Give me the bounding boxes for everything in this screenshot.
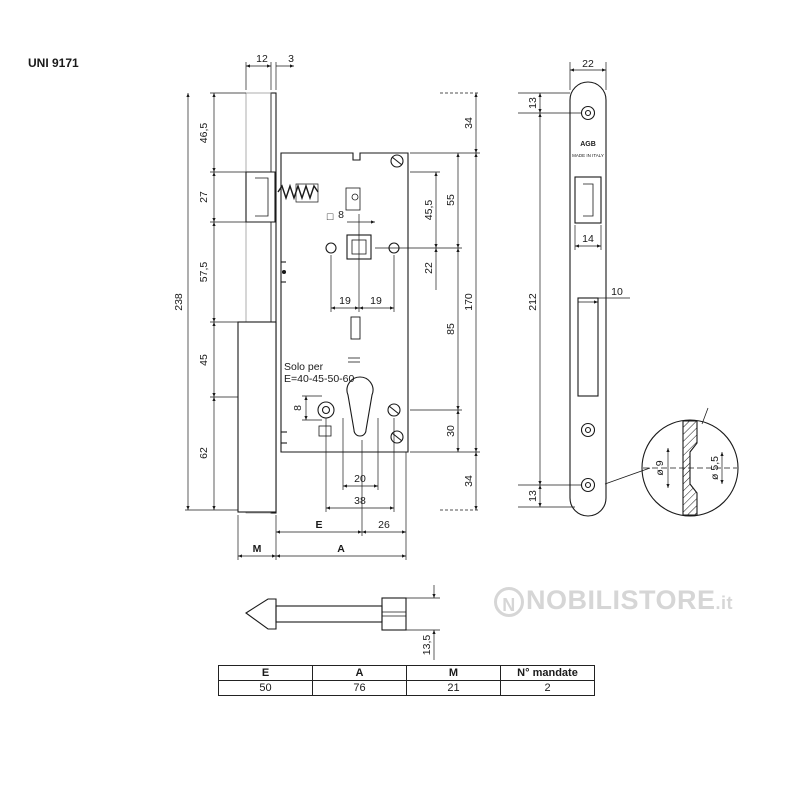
dim-left-57-5: 57,5 (198, 262, 210, 283)
dim-left-46-5: 46,5 (198, 123, 210, 144)
dim-38: 38 (354, 495, 366, 507)
dim-fp-13-bottom: 13 (527, 490, 539, 502)
dim-20: 20 (354, 473, 366, 485)
dim-square-8: 8 (338, 209, 344, 221)
made-in-label: MADE IN ITALY (572, 153, 604, 158)
dim-overall-238: 238 (173, 293, 185, 311)
dim-cylinder-8: 8 (292, 405, 304, 411)
spec-header-A: A (312, 665, 407, 681)
dim-left-62: 62 (198, 447, 210, 459)
spec-header-mandate: N° mandate (500, 665, 595, 681)
dim-left-27: 27 (198, 191, 210, 203)
dim-right-85: 85 (445, 323, 457, 335)
spec-header-row: E A M N° mandate (218, 665, 595, 681)
dim-19-left: 19 (339, 295, 351, 307)
dim-top-12: 12 (256, 53, 268, 65)
note-line2: E=40-45-50-60 (284, 373, 355, 385)
faceplate (569, 81, 607, 517)
dim-right-34-bottom: 34 (463, 475, 475, 487)
dim-right-34-top: 34 (463, 117, 475, 129)
dim-fp-13-top: 13 (527, 97, 539, 109)
watermark-text: NOBILISTORE (526, 585, 716, 615)
dim-label-E: E (315, 519, 322, 531)
standard-label: UNI 9171 (28, 56, 79, 70)
watermark-n-icon: N (494, 586, 524, 617)
dim-right-170: 170 (463, 293, 475, 311)
dim-detail-9: ø 9 (654, 460, 666, 475)
spec-cell-M: 21 (406, 680, 501, 696)
dim-right-22: 22 (423, 262, 435, 274)
lock-body (237, 92, 409, 514)
dim-26: 26 (378, 519, 390, 531)
dimension-labels: 12 3 22 46,5 27 57,5 45 62 238 34 55 45,… (173, 53, 721, 655)
spec-cell-mandate: 2 (500, 680, 595, 696)
spec-header-M: M (406, 665, 501, 681)
dim-top-3: 3 (288, 53, 294, 65)
dim-label-M: M (253, 543, 262, 555)
key (245, 597, 407, 631)
spec-row: 50 76 21 2 (218, 680, 595, 696)
watermark-tld: .it (715, 593, 734, 613)
dim-19-right: 19 (370, 295, 382, 307)
dim-fp-14: 14 (582, 233, 594, 245)
spec-header-E: E (218, 665, 313, 681)
dimension-lines (185, 62, 724, 660)
dim-fp-212: 212 (527, 293, 539, 311)
dim-left-45: 45 (198, 354, 210, 366)
dim-right-55: 55 (445, 194, 457, 206)
dim-face-width: 22 (582, 58, 594, 70)
screw-detail (604, 407, 739, 517)
note-line1: Solo per (284, 361, 324, 373)
dim-right-30: 30 (445, 425, 457, 437)
spec-cell-A: 76 (312, 680, 407, 696)
dim-fp-10: 10 (611, 286, 623, 298)
dim-detail-5-5: ø 5,5 (709, 456, 721, 480)
brand-logo: AGB (580, 141, 596, 148)
spec-cell-E: 50 (218, 680, 313, 696)
dim-square-prefix: □ (327, 211, 334, 223)
dim-label-A: A (337, 543, 345, 555)
dim-key-13-5: 13,5 (421, 635, 433, 656)
dim-right-45-5: 45,5 (423, 200, 435, 221)
spec-table: E A M N° mandate 50 76 21 2 (218, 665, 595, 696)
